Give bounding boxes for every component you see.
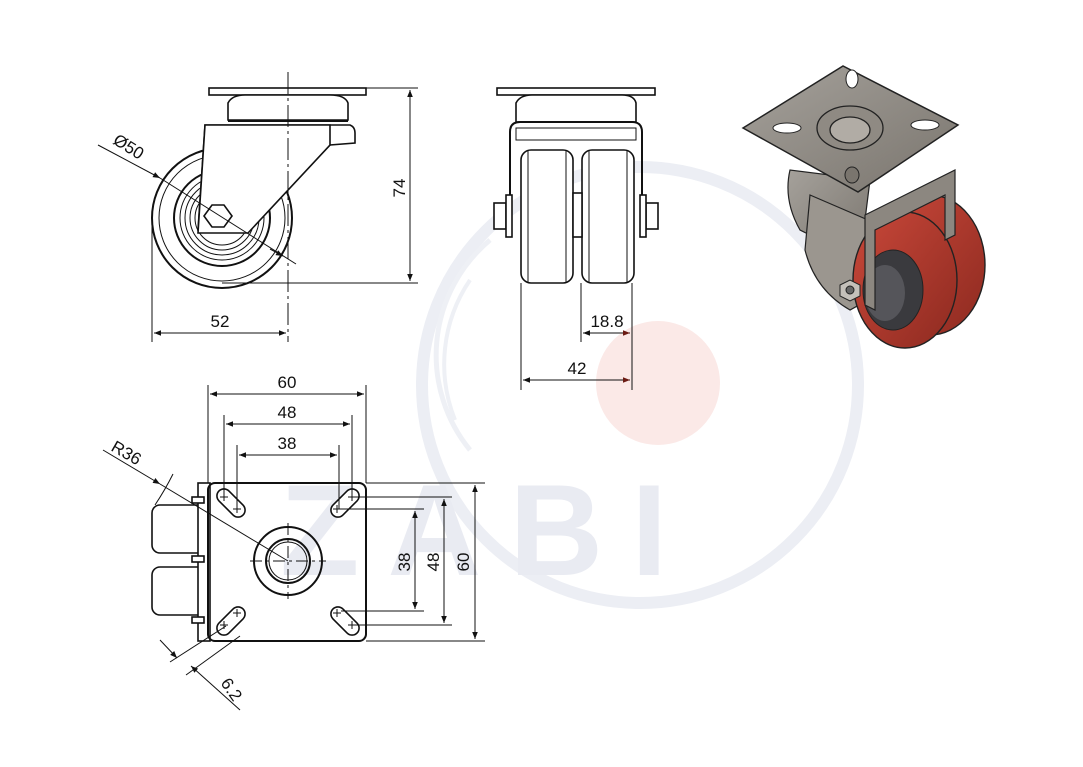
dim-hole-inner-x: 38 — [278, 434, 297, 453]
watermark-ring — [416, 161, 864, 609]
watermark-arc — [442, 278, 472, 421]
dim-hole-outer-x: 48 — [278, 403, 297, 422]
dim-slot-width: 6.2 — [217, 674, 246, 704]
dim-overall-width: 42 — [568, 359, 587, 378]
iso-view — [741, 65, 986, 349]
dim-plate-width: 60 — [278, 373, 297, 392]
mount-slot — [216, 488, 246, 518]
mount-slot — [216, 606, 246, 636]
watermark-text: ZABI — [280, 457, 695, 603]
side-view: 74 52 Ø50 — [97, 72, 418, 342]
dim-height: 74 — [390, 179, 409, 198]
dim-hole-inner-y: 38 — [395, 553, 414, 572]
top-view: 60 48 38 60 48 38 R36 6.2 — [102, 373, 485, 711]
watermark-arc — [433, 238, 492, 452]
dim-wheel-width: 18.8 — [590, 312, 623, 331]
dim-hole-outer-y: 48 — [424, 553, 443, 572]
dim-plate-height: 60 — [454, 553, 473, 572]
dim-wheel-diameter: Ø50 — [110, 130, 147, 163]
front-view: 18.8 42 — [493, 87, 659, 390]
watermark-dot — [596, 321, 720, 445]
mount-slot — [330, 606, 360, 636]
dim-offset: 52 — [211, 312, 230, 331]
